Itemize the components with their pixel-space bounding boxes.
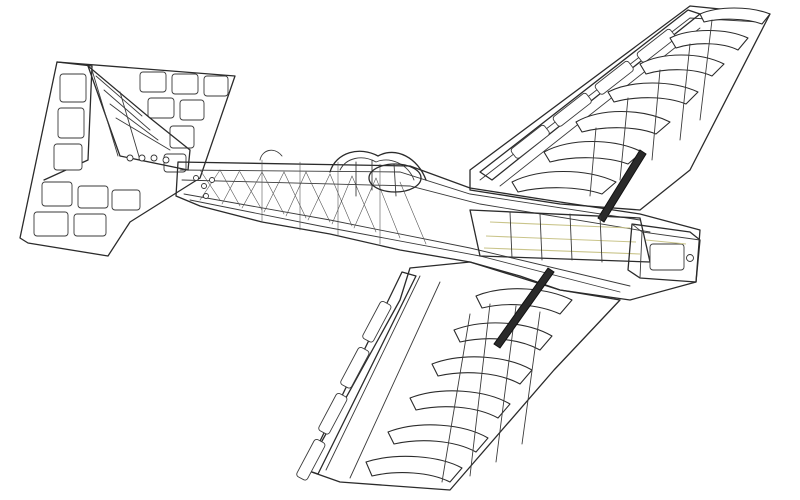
right-wing-spar-tube <box>597 149 647 223</box>
vertical-fin <box>87 65 191 171</box>
left-aileron <box>296 271 417 481</box>
elevator-cells <box>33 73 109 237</box>
fuselage <box>175 149 701 301</box>
horizontal-stabilizer <box>19 61 236 257</box>
left-wing-spar-tube <box>493 267 555 349</box>
firewall-box <box>627 223 701 283</box>
tail-post-holes <box>193 175 215 199</box>
engine-mount-hole <box>686 254 694 262</box>
stabilizer-cells <box>111 71 229 211</box>
left-wing <box>296 261 621 491</box>
right-wing-ribs <box>511 7 771 197</box>
right-wing <box>469 5 771 223</box>
cockpit-frame <box>259 149 427 197</box>
fuselage-truss <box>199 159 427 245</box>
